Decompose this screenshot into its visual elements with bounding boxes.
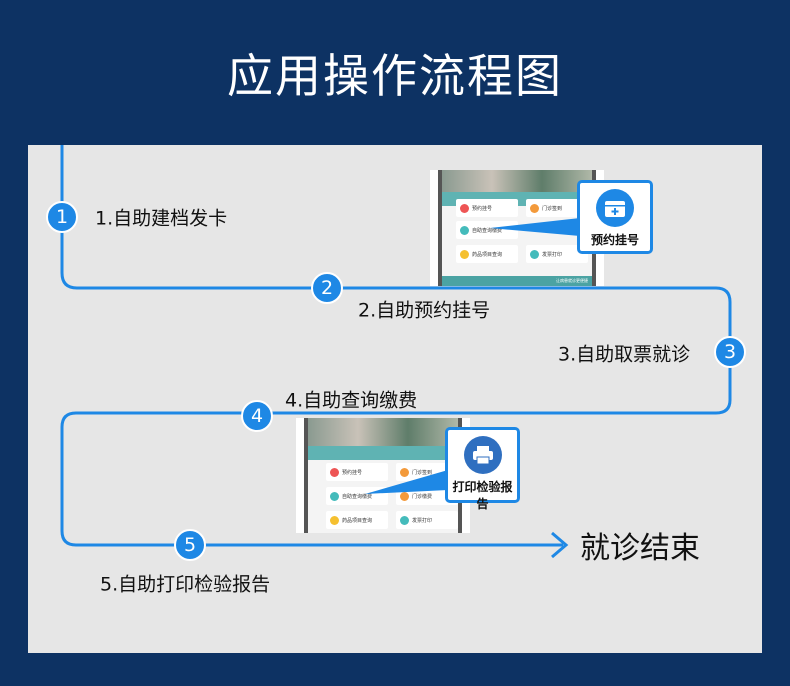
step-1-marker: 1: [46, 201, 78, 233]
printer-icon: [463, 436, 502, 474]
page-title: 应用操作流程图: [227, 49, 563, 103]
calendar-plus-icon: [596, 189, 634, 227]
step-5-marker: 5: [174, 529, 206, 561]
step-2-marker: 2: [311, 272, 343, 304]
step-4-marker: 4: [241, 400, 273, 432]
step-3-label: 3.自助取票就诊: [558, 343, 691, 366]
step-4-label: 4.自助查询缴费: [285, 389, 418, 412]
step-5-label: 5.自助打印检验报告: [100, 573, 271, 596]
callout-print-report: 打印检验报告: [445, 427, 520, 511]
end-label: 就诊结束: [580, 531, 700, 566]
callout-booking: 预约挂号: [577, 180, 653, 254]
step-1-label: 1.自助建档发卡: [95, 207, 228, 230]
step-2-label: 2.自助预约挂号: [358, 299, 491, 322]
step-3-marker: 3: [714, 336, 746, 368]
arrow-icon: [551, 531, 569, 559]
